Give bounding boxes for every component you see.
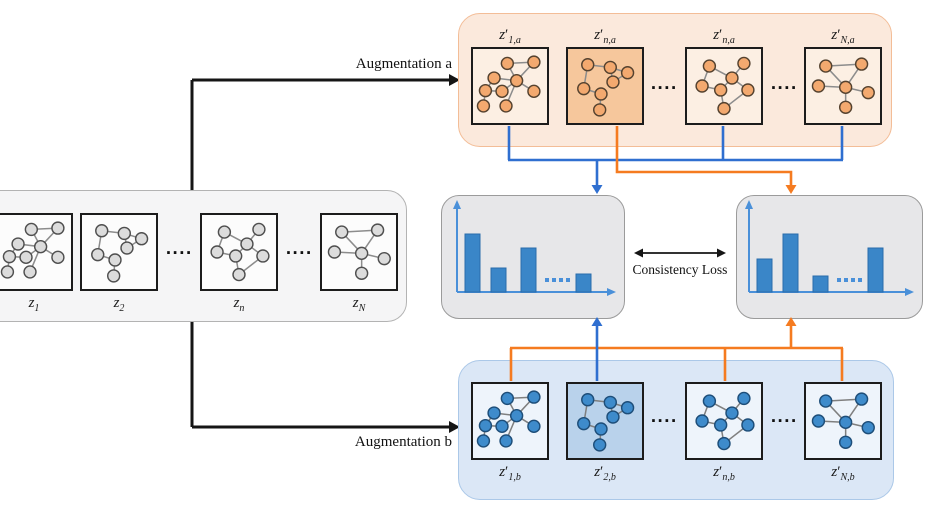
- graph-drawing: [811, 392, 875, 449]
- graph-thumbnail: [566, 47, 644, 125]
- separator-dots-icon: ····: [770, 79, 798, 97]
- augmentation-b-panel: z′1,b z′2,b z′n,b z′N,b ···· ····: [458, 360, 894, 500]
- graph-thumbnail: [804, 47, 882, 125]
- thumbnail-math-label: z′N,b: [831, 464, 855, 483]
- separator-dots-icon: ····: [285, 244, 313, 262]
- separator-dots-icon: ····: [165, 244, 193, 262]
- graph-thumbnail: [0, 213, 73, 291]
- separator-dots-icon: ····: [650, 412, 678, 430]
- graph-thumbnail-cell: z′N,a: [804, 23, 882, 125]
- thumbnail-math-label: z′1,b: [499, 464, 521, 483]
- graph-thumbnail-cell: z2: [80, 213, 158, 315]
- graph-drawing: [577, 58, 635, 117]
- graph-thumbnail-cell: z′2,b: [566, 382, 644, 484]
- graph-drawing: [476, 390, 541, 448]
- thumbnail-math-label: z1: [28, 295, 40, 314]
- graph-drawing: [811, 57, 875, 114]
- graph-thumbnail: [685, 382, 763, 460]
- graph-thumbnail-cell: zn: [200, 213, 278, 315]
- graph-thumbnail: [200, 213, 278, 291]
- augmentation-a-panel: z′1,a z′n,a z′n,a z′N,a ···· ····: [458, 13, 892, 147]
- graph-thumbnail: [80, 213, 158, 291]
- source-panel: z1 z2 zn zN ···· ····: [0, 190, 407, 322]
- graph-drawing: [476, 55, 541, 113]
- graph-thumbnail: [471, 382, 549, 460]
- augmentation-a-label: Augmentation a: [355, 56, 452, 72]
- double-arrow-right-head: [717, 248, 726, 258]
- graph-thumbnail: [471, 47, 549, 125]
- graph-thumbnail: [804, 382, 882, 460]
- histogram-right-chart: [745, 200, 914, 296]
- graph-drawing: [91, 224, 149, 283]
- thumbnail-math-label: z′n,a: [594, 27, 616, 46]
- graph-thumbnail: [566, 382, 644, 460]
- thumbnail-math-label: z′2,b: [594, 464, 616, 483]
- blue-down-arrowhead: [591, 185, 603, 194]
- graph-drawing: [327, 223, 391, 280]
- graph-drawing: [577, 393, 635, 452]
- double-arrow-left-head: [634, 248, 643, 258]
- orange-down-arrowhead: [785, 185, 797, 194]
- thumbnail-math-label: zN: [352, 295, 366, 314]
- graph-thumbnail-cell: z′n,b: [685, 382, 763, 484]
- graph-thumbnail-cell: zN: [320, 213, 398, 315]
- graph-thumbnail-cell: z′1,a: [471, 23, 549, 125]
- thumbnail-math-label: z′n,a: [713, 27, 735, 46]
- graph-thumbnail-cell: z′n,a: [685, 23, 763, 125]
- augmentation-b-label: Augmentation b: [354, 434, 452, 450]
- thumbnail-math-label: z′n,b: [713, 464, 735, 483]
- separator-dots-icon: ····: [650, 79, 678, 97]
- graph-drawing: [210, 222, 270, 282]
- graph-thumbnail: [320, 213, 398, 291]
- consistency-loss-label: Consistency Loss: [632, 262, 728, 277]
- thumbnail-math-label: z′1,a: [499, 27, 521, 46]
- graph-thumbnail-cell: z′N,b: [804, 382, 882, 484]
- thumbnail-math-label: z2: [113, 295, 125, 314]
- graph-thumbnail-cell: z′n,a: [566, 23, 644, 125]
- histogram-left-panel: [441, 195, 625, 319]
- separator-dots-icon: ····: [770, 412, 798, 430]
- histogram-right-panel: [736, 195, 923, 319]
- thumbnail-math-label: zn: [233, 295, 245, 314]
- graph-thumbnail: [685, 47, 763, 125]
- graph-drawing: [0, 221, 65, 279]
- graph-thumbnail-cell: z′1,b: [471, 382, 549, 484]
- histogram-left-chart: [453, 200, 616, 296]
- graph-drawing: [695, 56, 755, 116]
- thumbnail-math-label: z′N,a: [831, 27, 855, 46]
- graph-thumbnail-cell: z1: [0, 213, 73, 315]
- graph-drawing: [695, 391, 755, 451]
